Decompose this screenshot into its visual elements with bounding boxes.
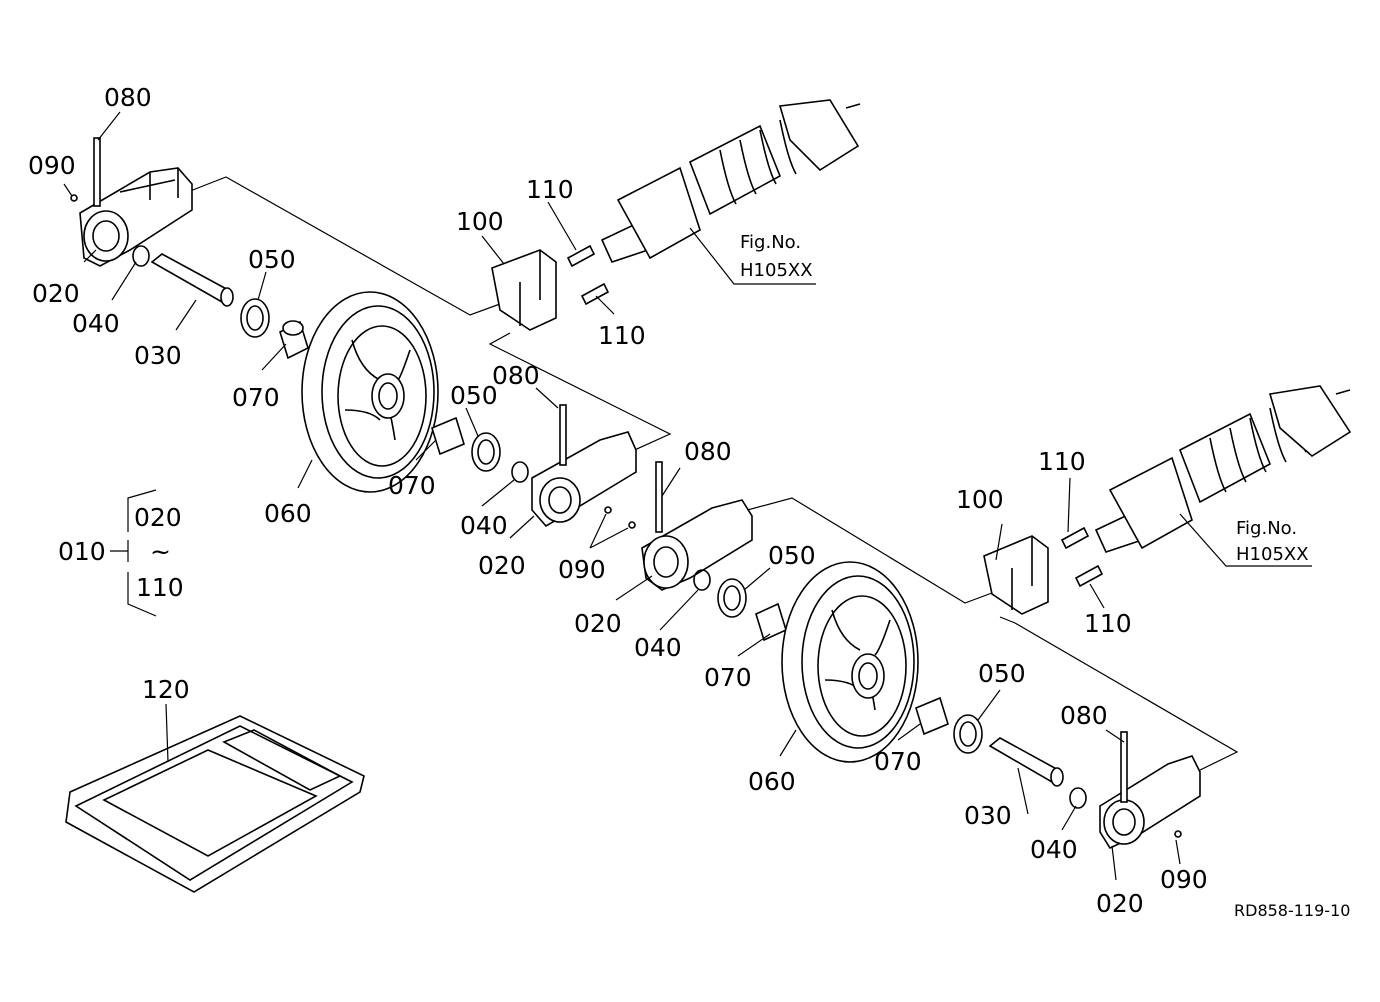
label-020: 020 <box>574 609 622 638</box>
label-040: 040 <box>72 309 120 338</box>
fig-ref-caption: Fig.No. <box>740 232 801 253</box>
label-070: 070 <box>874 747 922 776</box>
label-080: 080 <box>492 361 540 390</box>
label-050: 050 <box>978 659 1026 688</box>
label-030: 030 <box>964 801 1012 830</box>
label-040: 040 <box>1030 835 1078 864</box>
label-070: 070 <box>704 663 752 692</box>
bushing-part <box>915 696 949 736</box>
label-020: 020 <box>1096 889 1144 918</box>
label-100: 100 <box>456 207 504 236</box>
assembly-range-separator: ~ <box>150 537 171 566</box>
label-110: 110 <box>1038 447 1086 476</box>
recoil-spring-assembly <box>1094 385 1352 553</box>
label-110: 110 <box>526 175 574 204</box>
fig-ref-number: H105XX <box>1236 544 1309 565</box>
part-labels: 080 090 020 040 030 050 070 060 110 100 … <box>28 83 1208 918</box>
label-040: 040 <box>460 511 508 540</box>
label-080: 080 <box>684 437 732 466</box>
o-ring-part <box>1069 787 1087 809</box>
label-090: 090 <box>558 555 606 584</box>
label-020: 020 <box>32 279 80 308</box>
label-050: 050 <box>768 541 816 570</box>
instruction-manual-part <box>65 715 365 893</box>
floating-seal-part <box>240 298 270 338</box>
label-040: 040 <box>634 633 682 662</box>
assembly-range: 010 020 ~ 110 <box>58 503 184 602</box>
bushing-part <box>755 602 787 642</box>
assembly-range-to: 110 <box>136 573 184 602</box>
label-070: 070 <box>388 471 436 500</box>
bolt-part <box>1060 526 1104 588</box>
label-020: 020 <box>478 551 526 580</box>
spring-pin-part <box>655 461 663 533</box>
label-090: 090 <box>1160 865 1208 894</box>
grease-plug-part <box>1174 830 1182 838</box>
fig-reference: Fig.No. H105XX <box>1236 518 1309 565</box>
idler-wheel-part <box>781 561 919 763</box>
bolt-part <box>566 244 610 306</box>
label-110: 110 <box>598 321 646 350</box>
idler-bracket-part <box>1099 755 1201 850</box>
label-060: 060 <box>748 767 796 796</box>
label-050: 050 <box>248 245 296 274</box>
spring-pin-part <box>93 137 101 207</box>
yoke-part <box>983 535 1049 615</box>
floating-seal-part <box>953 714 983 754</box>
label-100: 100 <box>956 485 1004 514</box>
recoil-spring-assembly <box>600 99 861 263</box>
idler-wheel-part <box>301 291 439 493</box>
idler-bracket-part <box>531 431 637 528</box>
label-050: 050 <box>450 381 498 410</box>
yoke-part <box>491 249 557 331</box>
label-070: 070 <box>232 383 280 412</box>
label-120: 120 <box>142 675 190 704</box>
fig-ref-number: H105XX <box>740 260 813 281</box>
o-ring-part <box>511 461 529 483</box>
idler-shaft-part <box>988 737 1064 787</box>
floating-seal-part <box>717 578 747 618</box>
label-030: 030 <box>134 341 182 370</box>
leader-lines <box>63 111 1312 881</box>
bushing-part <box>279 320 309 360</box>
label-080: 080 <box>1060 701 1108 730</box>
fig-ref-caption: Fig.No. <box>1236 518 1297 539</box>
bushing-part <box>431 416 465 456</box>
spring-pin-part <box>1120 731 1128 803</box>
spring-pin-part <box>559 404 567 466</box>
label-090: 090 <box>28 151 76 180</box>
o-ring-part <box>132 245 150 267</box>
label-110: 110 <box>1084 609 1132 638</box>
label-080: 080 <box>104 83 152 112</box>
assembly-range-from: 020 <box>134 503 182 532</box>
grease-plug-part <box>70 194 78 202</box>
idler-bracket-part <box>641 499 753 591</box>
grease-plug-part <box>604 506 636 529</box>
floating-seal-part <box>471 432 501 472</box>
fig-reference: Fig.No. H105XX <box>740 232 813 281</box>
assembly-bracket <box>110 489 157 617</box>
drawing-number: RD858-119-10 <box>1234 901 1350 920</box>
idler-shaft-part <box>150 253 234 307</box>
idler-bracket-part <box>79 167 193 267</box>
assembly-code: 010 <box>58 537 106 566</box>
label-060: 060 <box>264 499 312 528</box>
o-ring-part <box>693 569 711 591</box>
